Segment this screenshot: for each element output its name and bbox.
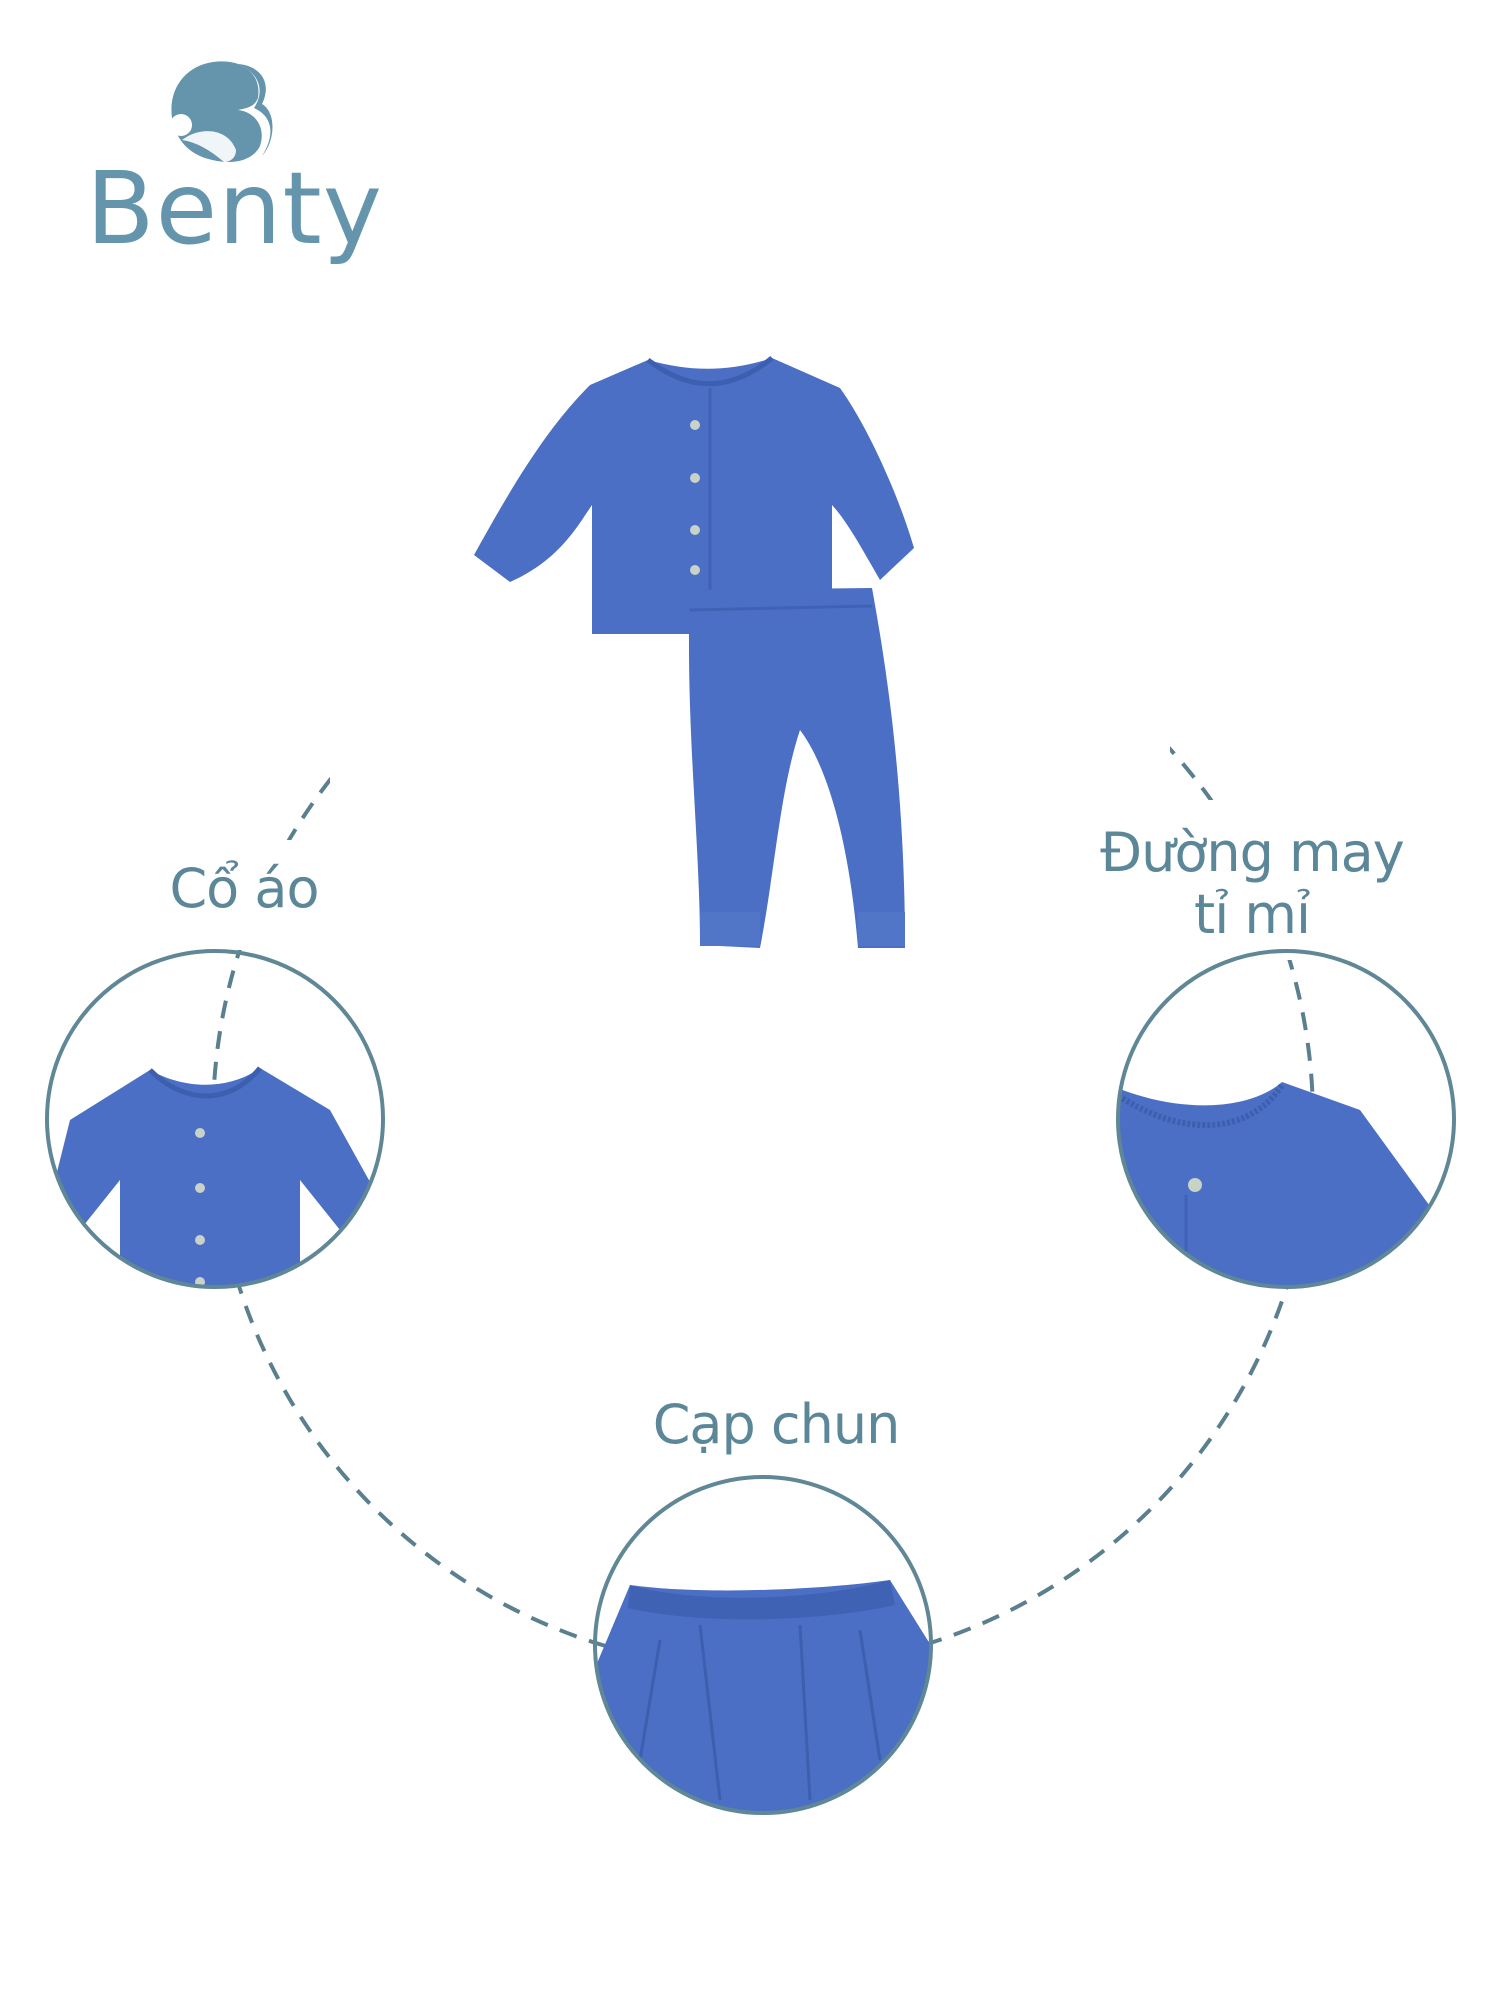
waistband-detail-frame bbox=[593, 1475, 933, 1815]
feature-label-collar: Cổ áo bbox=[169, 857, 319, 920]
brand-logo-text: Benty bbox=[86, 150, 383, 267]
logo-mark-icon bbox=[170, 61, 273, 162]
product-pants-image bbox=[688, 588, 905, 948]
feature-label-stitching-line2: tỉ mỉ bbox=[1194, 883, 1311, 946]
waistband-detail-image bbox=[595, 1580, 931, 1813]
collar-detail-image bbox=[50, 1066, 380, 1287]
stitching-detail-image bbox=[1118, 1082, 1440, 1287]
collar-detail-frame bbox=[45, 949, 385, 1289]
stitching-detail-frame bbox=[1116, 949, 1456, 1289]
feature-label-waistband: Cạp chun bbox=[652, 1393, 901, 1456]
feature-label-stitching-line1: Đường may bbox=[1100, 821, 1404, 884]
